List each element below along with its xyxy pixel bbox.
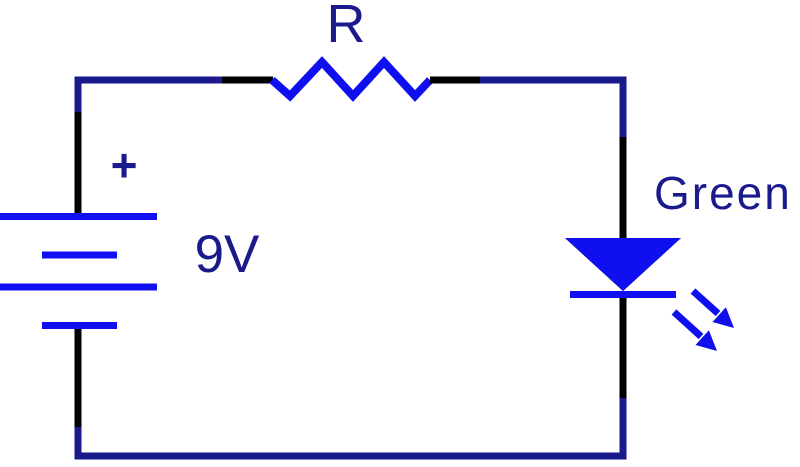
led-color-label: Green bbox=[654, 167, 792, 219]
led-anode-triangle-icon bbox=[565, 238, 681, 291]
led-symbol bbox=[565, 238, 734, 351]
battery-symbol bbox=[0, 213, 157, 329]
arrow-shaft bbox=[690, 288, 721, 317]
arrow-head bbox=[695, 330, 717, 351]
light-emission-arrow-icon bbox=[671, 309, 717, 351]
arrow-shaft bbox=[671, 309, 704, 340]
light-emission-arrow-icon bbox=[690, 288, 734, 328]
arrow-head bbox=[712, 307, 734, 328]
battery-voltage-label: 9V bbox=[195, 225, 260, 284]
resistor-zigzag-icon bbox=[269, 56, 433, 102]
battery-polarity-label: + bbox=[111, 139, 138, 191]
resistor-label: R bbox=[327, 0, 366, 54]
top-wire bbox=[74, 56, 627, 102]
